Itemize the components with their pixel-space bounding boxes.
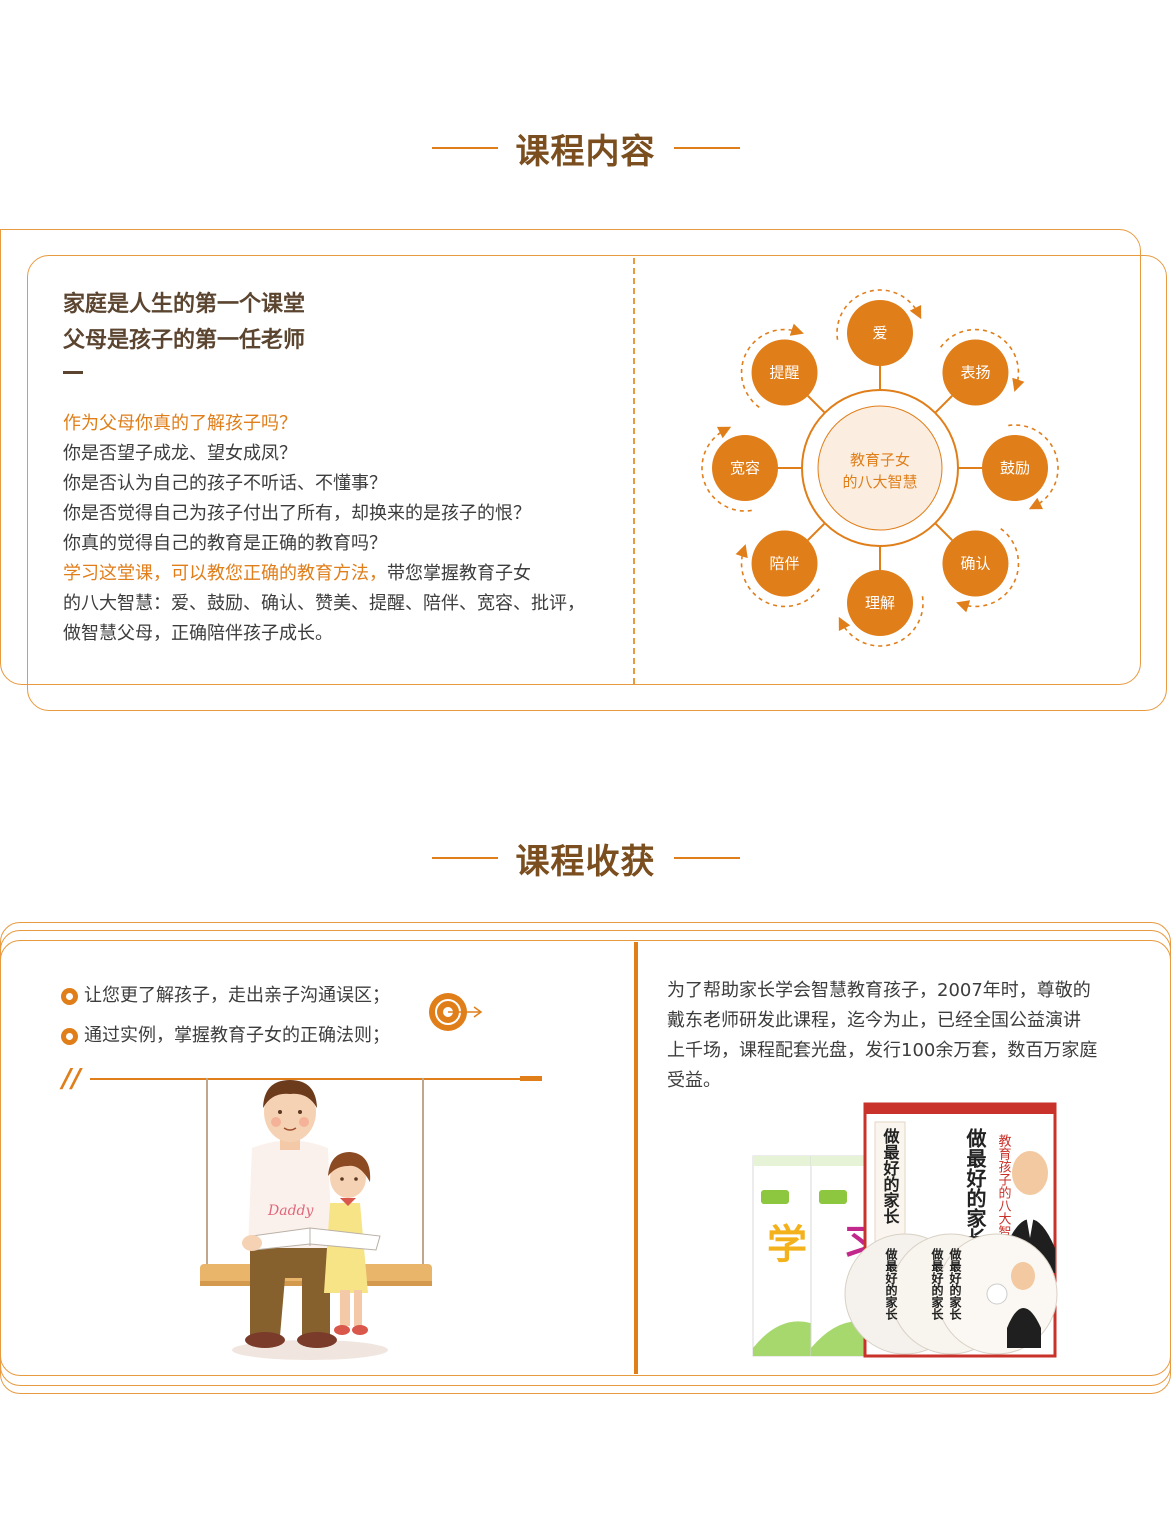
content-frame-back: [0, 229, 1141, 685]
box-spine-title: 做最好的家长: [881, 1127, 901, 1225]
wisdom-node-circle: [982, 435, 1048, 501]
wisdom-node-circle: [712, 435, 778, 501]
box-cover-subtitle: 教育孩子的八大智慧: [996, 1133, 1012, 1251]
para-line: 的八大智慧：爱、鼓励、确认、赞美、提醒、陪伴、宽容、批评，: [63, 589, 603, 619]
diagram-spoke: [934, 395, 953, 414]
disc-title: 做最好的家长: [948, 1247, 962, 1321]
diagram-spoke: [807, 522, 826, 541]
product-box-set-image: 学 习 做最好的家长 做最好的家长 教育孩子的八大智慧 做最好的家长 做最好的家…: [752, 1102, 1058, 1358]
decorative-rule: [90, 1078, 520, 1080]
wisdom-node-circle: [942, 339, 1009, 406]
diagram-orbit-arrow: [836, 289, 922, 340]
content-frame-front: [27, 255, 1167, 711]
wisdom-node-label: 确认: [960, 554, 990, 572]
center-label-line-1: 教育子女: [850, 451, 910, 469]
title-left-line: [431, 857, 498, 859]
wisdom-node-label: 陪伴: [770, 554, 800, 572]
para-text: 你真的觉得自己的教育是正确的教育吗？: [63, 533, 387, 554]
desc-line: 为了帮助家长学会智慧教育孩子，2007年时，尊敬的: [667, 980, 1091, 1001]
center-inner-circle: [817, 405, 943, 531]
wisdom-node-label: 提醒: [770, 364, 800, 382]
gains-description: 为了帮助家长学会智慧教育孩子，2007年时，尊敬的 戴东老师研发此课程，迄今为止…: [667, 976, 1145, 1096]
para-line: 学习这堂课，可以教您正确的教育方法，带您掌握教育子女: [63, 559, 603, 589]
desc-line: 受益。: [667, 1070, 721, 1091]
para-line: 你真的觉得自己的教育是正确的教育吗？: [63, 529, 603, 559]
diagram-orbit-arrow: [740, 323, 804, 408]
book-title-char: 学: [767, 1222, 807, 1268]
intro-paragraph: 作为父母你真的了解孩子吗？ 你是否望子成龙、望女成凤？ 你是否认为自己的孩子不听…: [63, 409, 603, 649]
wisdom-node-label: 表扬: [960, 364, 990, 382]
diagram-spoke: [934, 522, 953, 541]
target-icon: [429, 993, 483, 1031]
section-title-text: 课程内容: [515, 131, 656, 172]
para-text: 你是否望子成龙、望女成凤？: [63, 443, 297, 464]
bullet-dot-icon: [61, 987, 78, 1005]
para-text: 的八大智慧：爱、鼓励、确认、赞美、提醒、陪伴、宽容、批评，: [63, 593, 585, 614]
bullet-text: 通过实例，掌握教育子女的正确法则；: [84, 1025, 390, 1046]
section-title-course-content: 课程内容: [0, 123, 1171, 173]
wisdom-node-label: 鼓励: [1000, 459, 1030, 477]
diagram-orbit-arrow: [956, 528, 1020, 613]
desc-line: 戴东老师研发此课程，迄今为止，已经全国公益演讲: [667, 1010, 1081, 1031]
wisdom-node-circle: [751, 530, 818, 597]
diagram-orbit-arrow: [838, 596, 924, 647]
heading-line-2: 父母是孩子的第一任老师: [63, 328, 306, 353]
para-line: 你是否认为自己的孩子不听话、不懂事？: [63, 469, 603, 499]
decorative-rule-cap: [520, 1076, 542, 1081]
gains-bullet-list: 让您更了解孩子，走出亲子沟通误区； 通过实例，掌握教育子女的正确法则；: [61, 976, 390, 1056]
diagram-orbit-arrow: [1008, 424, 1059, 510]
para-line: 你是否觉得自己为孩子付出了所有，却换来的是孩子的恨？: [63, 499, 603, 529]
disc-title: 做最好的家长: [930, 1247, 944, 1321]
wisdom-node-label: 爱: [872, 324, 887, 342]
bullet-text: 让您更了解孩子，走出亲子沟通误区；: [84, 985, 390, 1006]
bullet-dot-icon: [61, 1027, 78, 1045]
wisdom-node-label: 宽容: [730, 459, 760, 477]
column-divider-dashed: [633, 258, 635, 684]
column-divider-solid: [634, 942, 638, 1374]
section-title-text: 课程收获: [515, 841, 656, 882]
diagram-orbit-arrow: [735, 544, 820, 608]
para-text: 带您掌握教育子女: [387, 563, 531, 584]
list-item: 让您更了解孩子，走出亲子沟通误区；: [61, 976, 390, 1016]
diagram-spoke: [807, 395, 826, 414]
shirt-label: Daddy: [267, 1203, 314, 1219]
disc-title: 做最好的家长: [884, 1247, 898, 1321]
section-title-course-gains: 课程收获: [0, 833, 1171, 883]
diagram-orbit-arrow: [701, 426, 752, 512]
wisdom-node-circle: [751, 339, 818, 406]
list-item: 通过实例，掌握教育子女的正确法则；: [61, 1016, 390, 1056]
quote-mark: //: [62, 1064, 81, 1094]
title-right-line: [673, 147, 740, 149]
box-cover-title: 做最好的家长: [963, 1127, 987, 1249]
wisdom-node-circle: [847, 300, 913, 366]
wisdom-node-circle: [942, 530, 1009, 597]
diagram-orbit-arrow: [940, 328, 1025, 392]
para-line: 做智慧父母，正确陪伴孩子成长。: [63, 619, 603, 649]
center-label-line-2: 的八大智慧: [842, 473, 917, 491]
para-text: 做智慧父母，正确陪伴孩子成长。: [63, 623, 333, 644]
para-text: 你是否认为自己的孩子不听话、不懂事？: [63, 473, 387, 494]
heading-line-1: 家庭是人生的第一个课堂: [63, 292, 306, 317]
wisdom-node-circle: [847, 570, 913, 636]
intro-heading: 家庭是人生的第一个课堂 父母是孩子的第一任老师: [63, 287, 305, 359]
para-line: 作为父母你真的了解孩子吗？: [63, 409, 603, 439]
father-daughter-swing-illustration: Daddy: [200, 1078, 432, 1360]
para-line: 你是否望子成龙、望女成凤？: [63, 439, 603, 469]
desc-line: 上千场，课程配套光盘，发行100余万套，数百万家庭: [667, 1040, 1098, 1061]
title-right-line: [673, 857, 740, 859]
wisdom-node-label: 理解: [865, 594, 895, 612]
heading-dash: [63, 371, 83, 374]
para-highlight: 学习这堂课，可以教您正确的教育方法，: [63, 563, 387, 584]
title-left-line: [431, 147, 498, 149]
para-highlight: 作为父母你真的了解孩子吗？: [63, 413, 297, 434]
para-text: 你是否觉得自己为孩子付出了所有，却换来的是孩子的恨？: [63, 503, 531, 524]
